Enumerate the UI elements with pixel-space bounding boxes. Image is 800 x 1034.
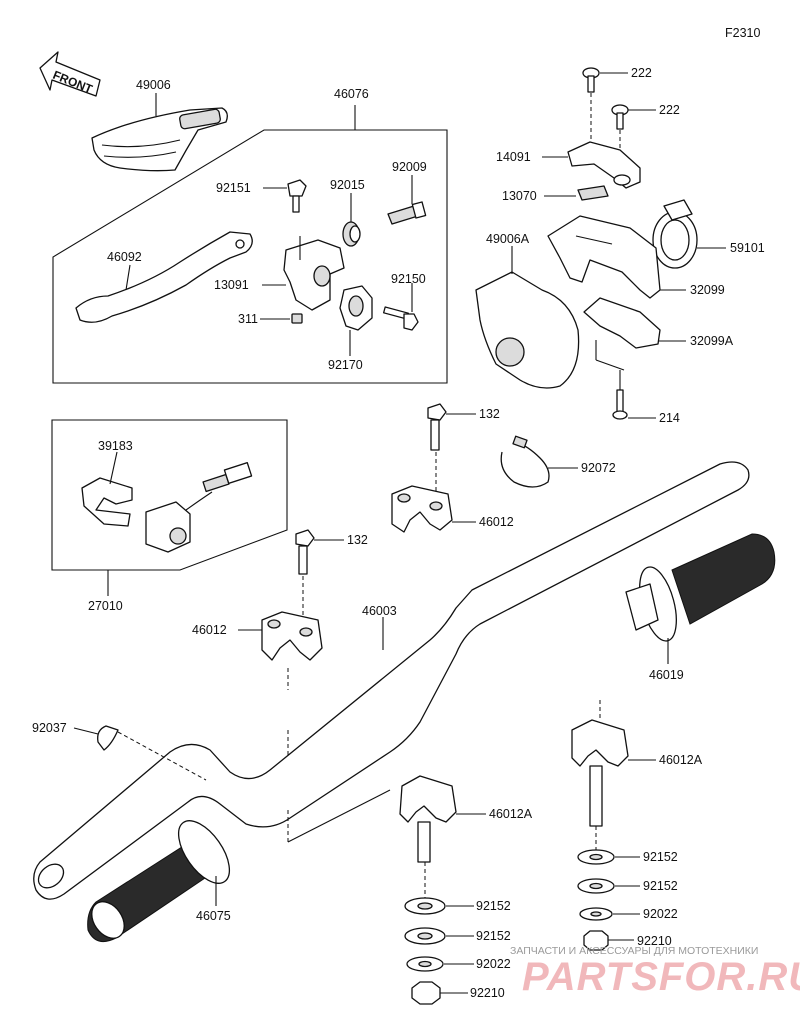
label-46075: 46075 bbox=[196, 909, 231, 923]
label-46012-a: 46012 bbox=[479, 515, 514, 529]
clamp-92170-part bbox=[339, 285, 373, 331]
label-92022-b: 92022 bbox=[643, 907, 678, 921]
throttle-pulley-part bbox=[652, 199, 698, 269]
label-46012A-a: 46012A bbox=[489, 807, 533, 821]
label-92152-a: 92152 bbox=[476, 899, 511, 913]
label-92009: 92009 bbox=[392, 160, 427, 174]
handlebar-holder-46012-left-part bbox=[261, 611, 323, 661]
throttle-housing-upper-part bbox=[547, 215, 661, 299]
screw-222-a-part bbox=[582, 67, 600, 93]
label-46076: 46076 bbox=[334, 87, 369, 101]
screw-92009-part bbox=[387, 201, 427, 225]
label-27010: 27010 bbox=[88, 599, 123, 613]
holder-46012A-b-part bbox=[571, 719, 629, 827]
holder-46012A-a-part bbox=[399, 775, 457, 863]
figure-code: F2310 bbox=[725, 26, 760, 40]
label-59101: 59101 bbox=[730, 241, 765, 255]
nut-92210-b-part bbox=[583, 930, 609, 951]
label-222-a: 222 bbox=[631, 66, 652, 80]
clutch-lever-part bbox=[75, 231, 253, 323]
throttle-housing-lower-part bbox=[583, 297, 661, 349]
label-13091: 13091 bbox=[214, 278, 249, 292]
handlebar-holder-46012-right-part bbox=[391, 485, 453, 533]
washer-92022-a-part bbox=[406, 956, 444, 972]
label-92037: 92037 bbox=[32, 721, 67, 735]
watermark-logo: PARTSFOR.RU bbox=[522, 955, 800, 999]
lever-holder-part bbox=[283, 236, 345, 311]
throttle-guard-part bbox=[475, 271, 580, 389]
label-92152-d: 92152 bbox=[643, 879, 678, 893]
label-92210-a: 92210 bbox=[470, 986, 505, 1000]
screw-214-part bbox=[612, 389, 628, 420]
bolt-92150-part bbox=[382, 306, 419, 331]
label-49006A: 49006A bbox=[486, 232, 530, 246]
clip-92037-part bbox=[97, 725, 119, 751]
adjuster-wheel-part bbox=[342, 221, 361, 247]
label-13070: 13070 bbox=[502, 189, 537, 203]
label-14091: 14091 bbox=[496, 150, 531, 164]
watermark-caption: ЗАПЧАСТИ И АКСЕССУАРЫ ДЛЯ МОТОТЕХНИКИ bbox=[510, 945, 758, 957]
switch-assembly-box bbox=[51, 419, 288, 571]
washer-92022-b-part bbox=[579, 907, 613, 921]
label-92210-b: 92210 bbox=[637, 934, 672, 948]
label-32099: 32099 bbox=[690, 283, 725, 297]
label-222-b: 222 bbox=[659, 103, 680, 117]
label-46012-b: 46012 bbox=[192, 623, 227, 637]
label-46092: 46092 bbox=[107, 250, 142, 264]
label-49006: 49006 bbox=[136, 78, 171, 92]
grip-right-part bbox=[625, 533, 776, 642]
handlebar-part bbox=[33, 461, 750, 900]
label-214: 214 bbox=[659, 411, 680, 425]
washer-92152-a-part bbox=[404, 897, 446, 915]
label-46012A-b: 46012A bbox=[659, 753, 703, 767]
bolt-132-b-part bbox=[295, 529, 315, 575]
label-39183: 39183 bbox=[98, 439, 133, 453]
part-13070 bbox=[577, 185, 609, 201]
label-92170: 92170 bbox=[328, 358, 363, 372]
label-92022-a: 92022 bbox=[476, 957, 511, 971]
washer-92152-c-part bbox=[577, 849, 615, 865]
kill-switch-part bbox=[145, 461, 253, 553]
screw-222-b-part bbox=[611, 104, 629, 130]
label-92072: 92072 bbox=[581, 461, 616, 475]
label-92152-c: 92152 bbox=[643, 850, 678, 864]
label-132-b: 132 bbox=[347, 533, 368, 547]
washer-92152-d-part bbox=[577, 878, 615, 894]
label-46003: 46003 bbox=[362, 604, 397, 618]
label-46019: 46019 bbox=[649, 668, 684, 682]
label-92151: 92151 bbox=[216, 181, 251, 195]
label-32099A: 32099A bbox=[690, 334, 734, 348]
label-92152-b: 92152 bbox=[476, 929, 511, 943]
grip-left-part bbox=[87, 820, 231, 943]
label-92015: 92015 bbox=[330, 178, 365, 192]
cable-band-part bbox=[500, 435, 550, 488]
lever-guard-part bbox=[91, 107, 228, 172]
switch-clamp-part bbox=[81, 477, 133, 527]
bolt-92151-part bbox=[287, 179, 307, 213]
nut-311-part bbox=[291, 313, 303, 324]
label-132-a: 132 bbox=[479, 407, 500, 421]
front-arrow-icon: FRONT bbox=[39, 51, 101, 97]
label-92150: 92150 bbox=[391, 272, 426, 286]
washer-92152-b-part bbox=[404, 927, 446, 945]
bolt-132-a-part bbox=[427, 403, 447, 451]
label-311: 311 bbox=[238, 312, 258, 326]
throttle-cover-part bbox=[567, 141, 641, 189]
nut-92210-a-part bbox=[411, 981, 441, 1005]
